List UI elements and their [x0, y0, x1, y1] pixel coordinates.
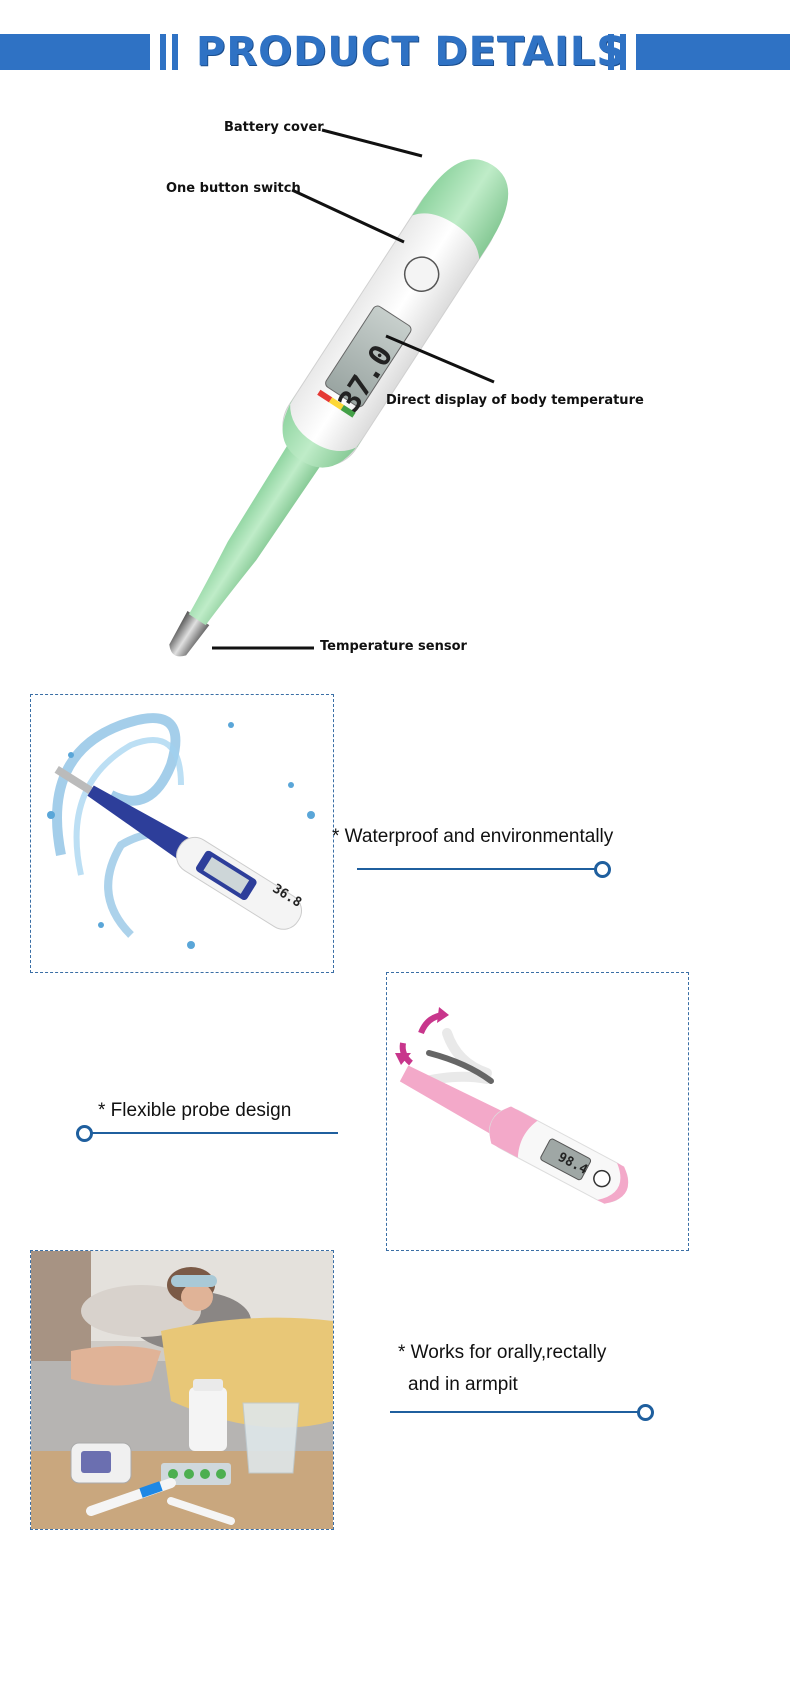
feature-usage-line2: and in armpit [408, 1374, 518, 1395]
thermometer-diagram: 37.0 [169, 128, 509, 657]
callout-line [385, 334, 495, 384]
usage-photo-frame [30, 1250, 334, 1530]
callout-line [321, 128, 423, 158]
feature-waterproof-text: * Waterproof and environmentally [332, 826, 614, 847]
banner-stripe [172, 34, 178, 70]
feature-flexible-text: * Flexible probe design [98, 1100, 292, 1121]
lower-grip [282, 394, 363, 468]
label-battery-cover: Battery cover [224, 120, 324, 135]
banner-stripe [620, 34, 626, 70]
waterproof-image-frame: 36.8 [30, 694, 334, 973]
page-title: PRODUCT DETAILS [196, 29, 627, 75]
accent-dot [76, 1125, 93, 1142]
callout-line [291, 188, 405, 244]
lcd-display [325, 305, 412, 408]
label-one-button-switch: One button switch [166, 181, 301, 196]
battery-cover [412, 159, 509, 260]
banner-bar-right [636, 34, 790, 70]
accent-dot [594, 861, 611, 878]
flexible-probe-image-frame: 98.4 [386, 972, 689, 1251]
label-temperature-sensor: Temperature sensor [320, 639, 467, 654]
accent-line [92, 1132, 338, 1134]
usage-photo [31, 1251, 333, 1529]
waterproof-image: 36.8 [47, 713, 315, 949]
flexible-probe-image: 98.4 [395, 1007, 629, 1204]
feature-usage-line1: * Works for orally,rectally [398, 1342, 607, 1363]
flexible-probe [188, 422, 335, 626]
banner-stripe [608, 34, 614, 70]
probe-tip [169, 610, 210, 657]
accent-line [357, 868, 595, 870]
label-direct-display: Direct display of body temperature [386, 393, 644, 408]
banner-bar-left [0, 34, 150, 70]
power-button [403, 256, 440, 292]
accent-line [390, 1411, 638, 1413]
accent-dot [637, 1404, 654, 1421]
banner-stripe [160, 34, 166, 70]
